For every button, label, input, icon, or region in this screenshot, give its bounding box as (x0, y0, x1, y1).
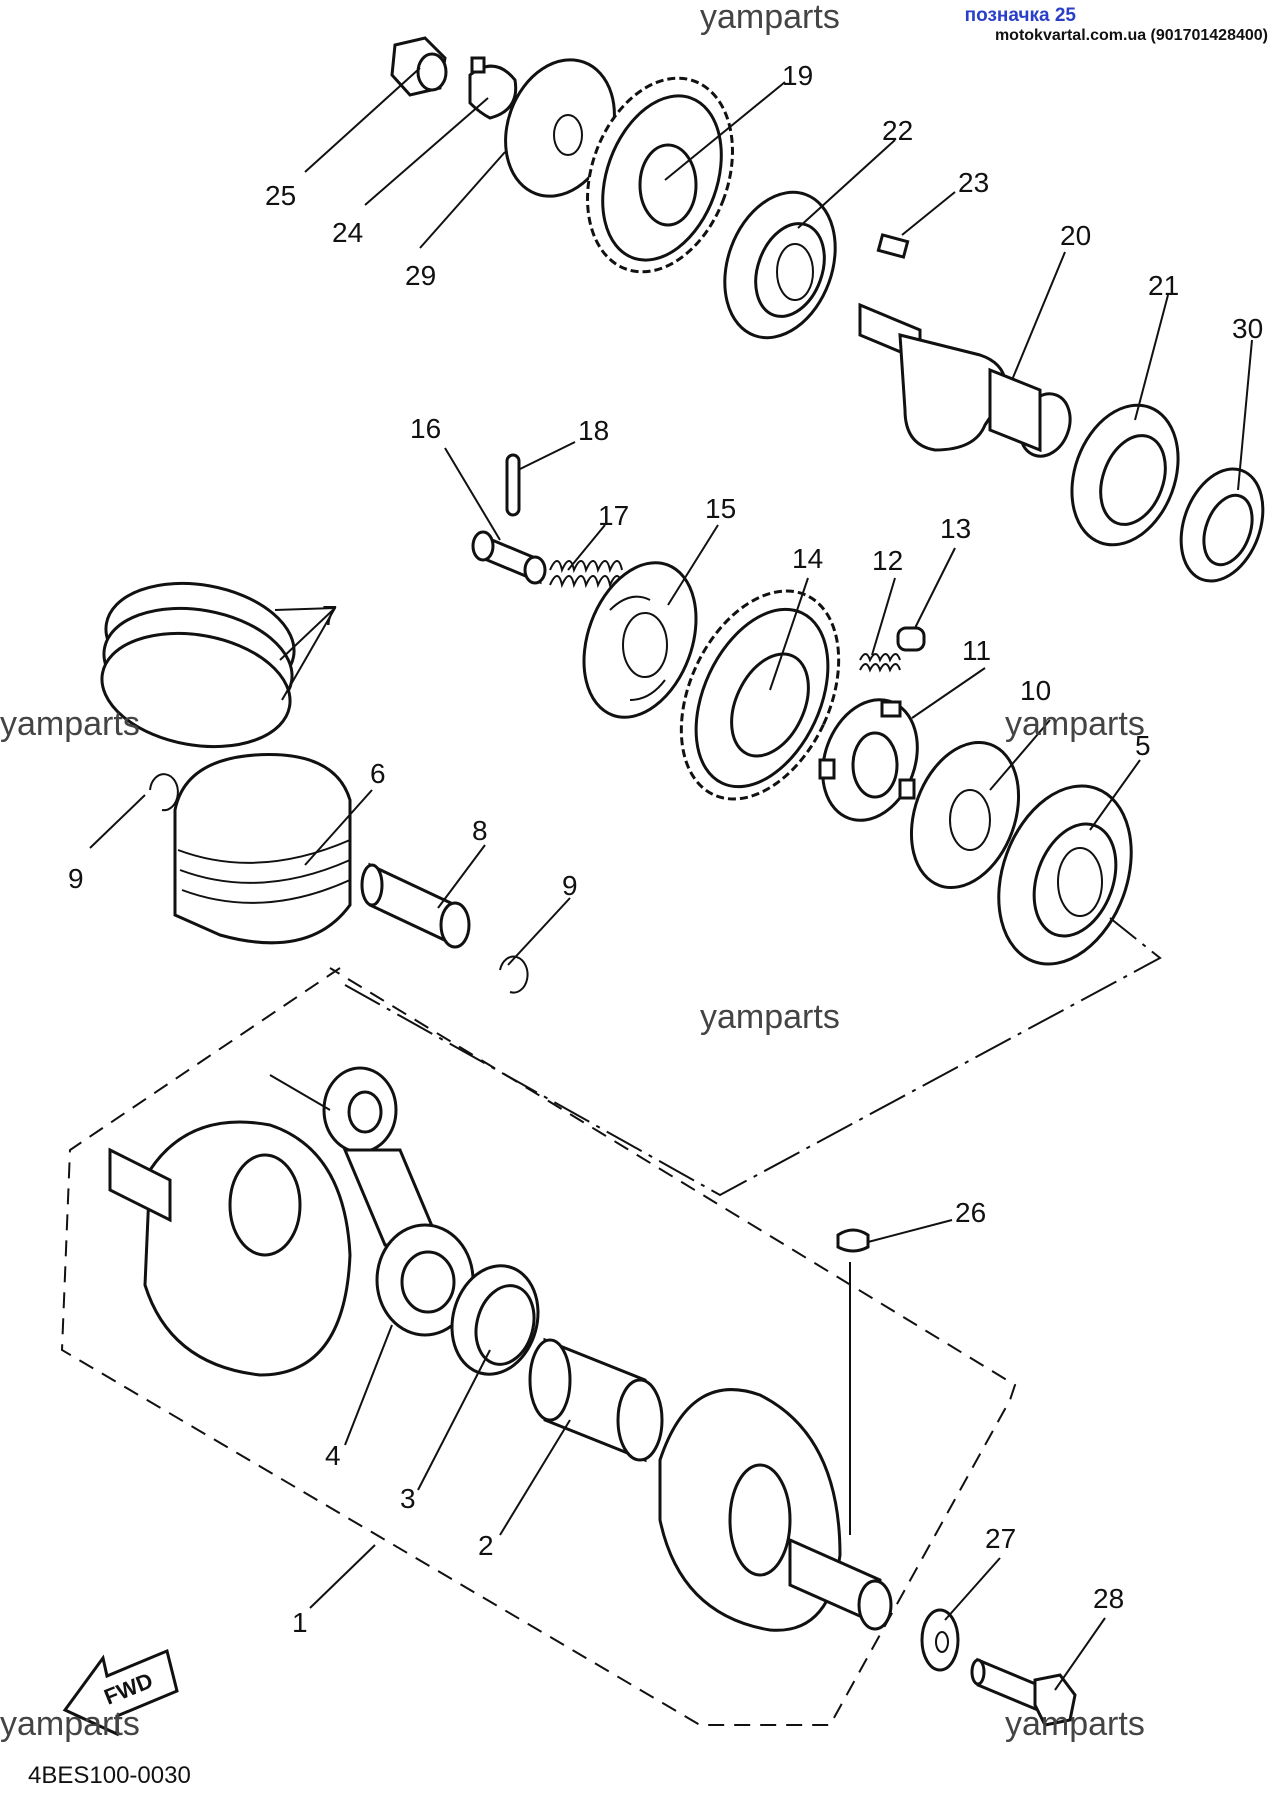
gear-part (586, 76, 734, 274)
connecting-rod-part (322, 1066, 475, 1337)
damper-part (818, 698, 919, 822)
callout-9-left: 9 (68, 863, 84, 894)
fwd-arrow-icon: FWD (62, 1648, 179, 1737)
piston-rings-part (100, 581, 296, 749)
callout-28: 28 (1093, 1583, 1124, 1614)
callout-18: 18 (578, 415, 609, 446)
circlip-part (499, 955, 529, 994)
watermark: yamparts (700, 0, 840, 36)
callout-15: 15 (705, 493, 736, 524)
diagram-code: 4BES100-0030 (28, 1762, 191, 1789)
key-part (836, 1228, 870, 1253)
watermark: yamparts (0, 1705, 140, 1743)
bearing-part (723, 190, 837, 340)
callout-10: 10 (1020, 675, 1051, 706)
site-label: motokvartal.com.ua (901701428400) (994, 27, 1268, 44)
piston-pin-part (360, 862, 471, 949)
callout-26: 26 (955, 1197, 986, 1228)
callout-6: 6 (370, 758, 386, 789)
spring-part (549, 560, 623, 589)
crankshaft-assembly-outline (60, 967, 1017, 1726)
pin-part (896, 626, 926, 652)
bolt-part (970, 1657, 1077, 1727)
crank-pin-part (528, 1337, 664, 1463)
callout-13: 13 (940, 513, 971, 544)
watermark: yamparts (700, 998, 840, 1036)
callout-1: 1 (292, 1607, 308, 1638)
bearing-part (1070, 403, 1180, 547)
lock-washer-part (468, 56, 518, 120)
crank-web-part (658, 1388, 893, 1632)
callout-12: 12 (872, 545, 903, 576)
callout-14: 14 (792, 543, 823, 574)
callout-7: 7 (322, 600, 338, 631)
needle-bearing-part (450, 1264, 540, 1376)
assembly-connector-line (344, 917, 1162, 1197)
washer-part (920, 1608, 960, 1672)
piston-part (173, 753, 352, 945)
callout-30: 30 (1232, 313, 1263, 344)
callout-8: 8 (472, 815, 488, 846)
callout-5: 5 (1135, 730, 1151, 761)
circlip-part (149, 773, 179, 812)
callout-16: 16 (410, 413, 441, 444)
callout-20: 20 (1060, 220, 1091, 251)
callout-22: 22 (882, 115, 913, 146)
callout-23: 23 (958, 167, 989, 198)
spring-part (859, 653, 901, 673)
bearing-part (1179, 467, 1265, 583)
callout-11: 11 (962, 635, 991, 666)
gear-part (679, 589, 841, 801)
callout-3: 3 (400, 1483, 416, 1514)
plate-part (582, 561, 698, 719)
key-part (876, 233, 910, 259)
callout-19: 19 (782, 60, 813, 91)
pin-part (505, 453, 521, 517)
callout-2: 2 (478, 1530, 494, 1561)
crank-web-part (108, 1120, 352, 1377)
watermark: yamparts (0, 705, 140, 743)
callout-17: 17 (598, 500, 629, 531)
callout-24: 24 (332, 217, 363, 248)
plate-part (909, 740, 1021, 890)
callout-21: 21 (1148, 270, 1179, 301)
watermark: yamparts (1005, 705, 1145, 743)
bearing-part (997, 784, 1133, 966)
leader-lines (89, 67, 1253, 1691)
tag-label: позначка 25 (964, 5, 1076, 26)
callout-9-right: 9 (562, 870, 578, 901)
callout-4: 4 (325, 1440, 341, 1471)
callout-29: 29 (405, 260, 436, 291)
balancer-shaft-part (858, 302, 1072, 458)
rod-part (471, 530, 547, 585)
callout-27: 27 (985, 1523, 1016, 1554)
callout-25: 25 (265, 180, 296, 211)
watermark: yamparts (1005, 1705, 1145, 1743)
